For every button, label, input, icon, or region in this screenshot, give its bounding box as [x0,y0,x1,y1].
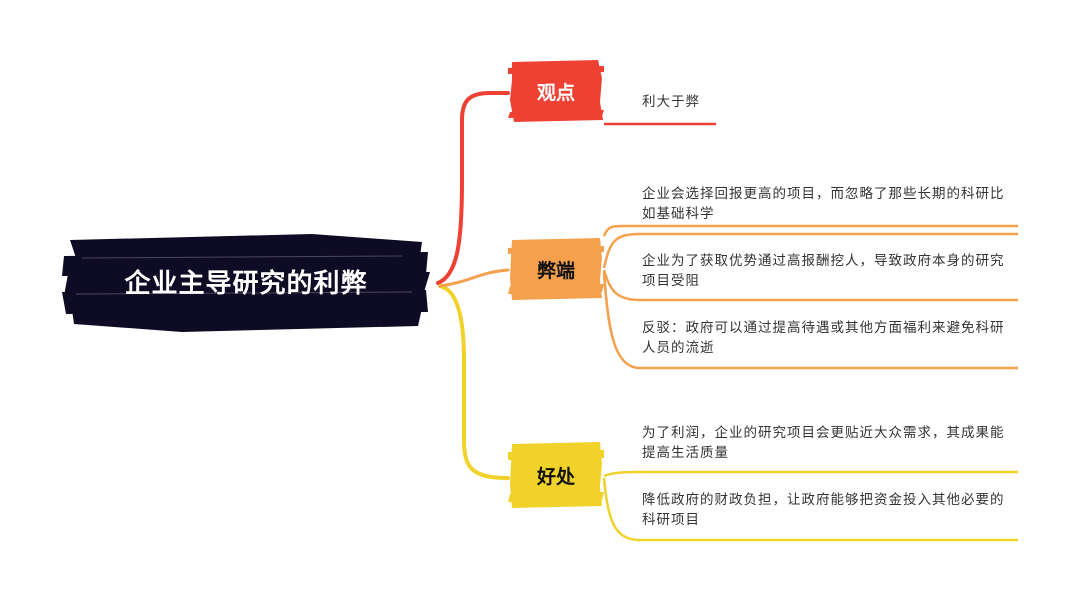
leaf-cons-3[interactable]: 反驳：政府可以通过提高待遇或其他方面福利来避免科研人员的流逝 [642,320,1005,356]
root-node[interactable]: 企业主导研究的利弊 [62,226,430,336]
root-title: 企业主导研究的利弊 [124,268,368,299]
leaf-cons-1[interactable]: 企业会选择回报更高的项目，而忽略了那些长期的科研比如基础科学 [642,186,1005,222]
branch-pros[interactable]: 好处 [508,440,604,510]
connector-root-view [436,91,510,285]
connector-pros-leaf-2 [602,477,1018,542]
branch-cons-label: 弊端 [536,259,575,282]
connector-cons-leaf-2 [602,232,1018,269]
root-brush-background [62,234,430,332]
branch-cons[interactable]: 弊端 [508,236,604,302]
connector-root-cons [438,268,510,288]
connector-cons-leaf-3 [602,269,1018,302]
leaf-pros-1[interactable]: 为了利润，企业的研究项目会更贴近大众需求，其成果能提高生活质量 [642,425,1005,461]
connector-pros-leaf-1 [603,470,1018,478]
branch-view-brush [508,60,604,122]
branch-pros-brush [508,442,604,508]
branch-view[interactable]: 观点 [508,58,604,124]
leaf-pros-2[interactable]: 降低政府的财政负担，让政府能够把资金投入其他必要的科研项目 [642,492,1005,528]
connector-root-pros [438,284,510,480]
leaf-view-1[interactable]: 利大于弊 [642,94,700,110]
branch-cons-brush [508,238,604,300]
connector-cons-leaf-1 [602,224,1018,237]
branch-pros-label: 好处 [536,465,575,488]
leaf-cons-2[interactable]: 企业为了获取优势通过高报酬挖人，导致政府本身的研究项目受阻 [642,253,1005,289]
connector-cons-leaf-4 [602,271,1018,370]
branch-view-label: 观点 [536,81,575,104]
